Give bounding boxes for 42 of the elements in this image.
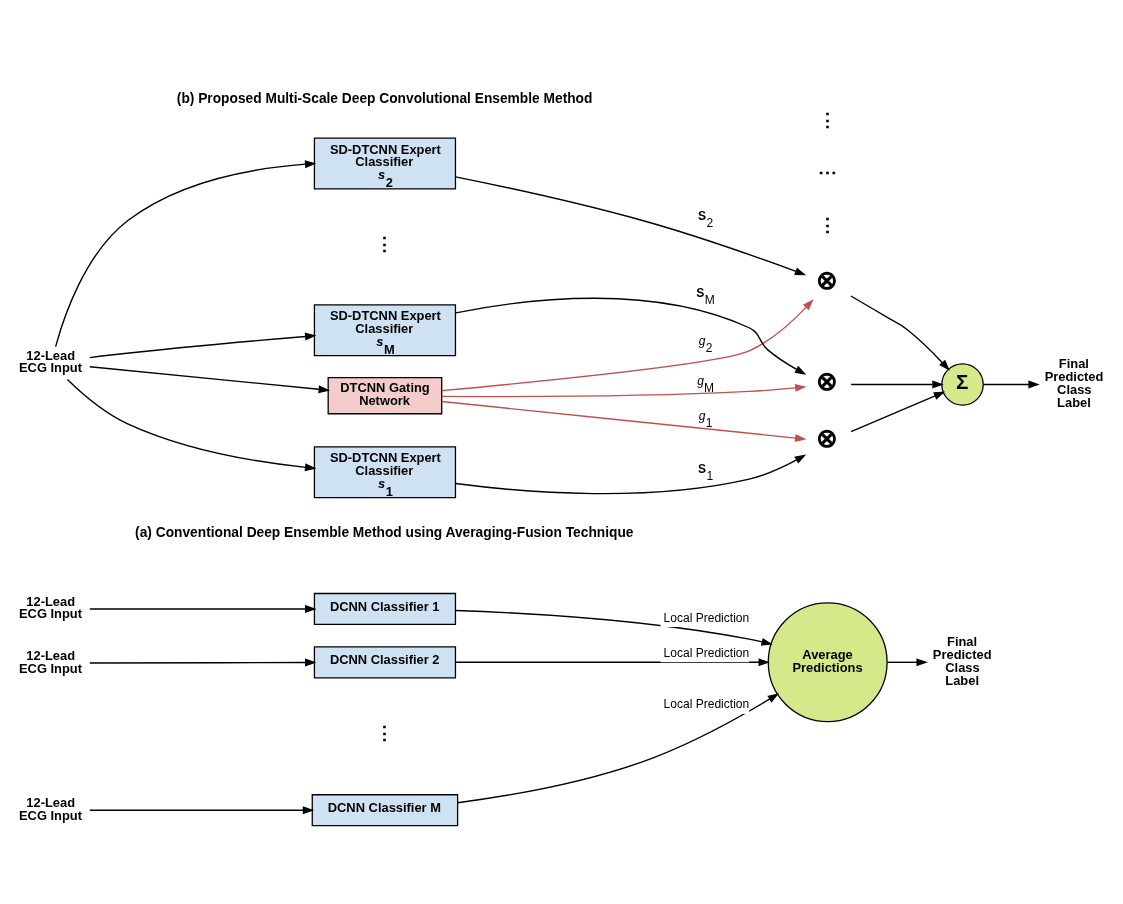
arrow — [66, 378, 317, 471]
node-text: Final Predicted Class Label — [1044, 355, 1104, 410]
arrow — [982, 380, 1040, 388]
arrow — [89, 332, 317, 358]
arrow — [454, 454, 807, 494]
node-text: 12-Lead ECG Input — [19, 593, 83, 621]
arrow — [455, 297, 807, 375]
arrow — [850, 294, 950, 371]
arrow — [441, 400, 807, 442]
node-text: ⊗ — [816, 423, 839, 452]
arrow — [455, 657, 770, 666]
node-text: 12-Lead ECG Input — [19, 794, 83, 823]
label: ⋮ — [818, 109, 838, 131]
arrow — [89, 604, 317, 613]
label: ⋮ — [818, 214, 838, 236]
edge-label: Local Prediction — [663, 645, 750, 660]
label: (b) Proposed Multi-Scale Deep Convolutional Ensemble Method — [176, 90, 593, 106]
node-text: Final Predicted Class Label — [932, 633, 992, 688]
node-text: ⊗ — [816, 265, 839, 294]
edge-label: Local Prediction — [663, 696, 750, 711]
node-box: DCNN Classifier M — [311, 793, 459, 826]
label: ⋮ — [375, 233, 395, 255]
arrow — [89, 365, 330, 393]
arrow — [850, 391, 946, 432]
node-text: ⊗ — [816, 366, 839, 395]
arrow — [886, 657, 928, 666]
node-box: DTCNN Gating Network — [327, 376, 443, 414]
arrow — [89, 658, 317, 666]
node-text: 12-Lead ECG Input — [19, 647, 83, 676]
label: ⋮ — [375, 722, 395, 744]
label: (a) Conventional Deep Ensemble Method using Averaging-Fusion Technique — [135, 524, 634, 540]
arrow — [850, 380, 944, 388]
node-box: DCNN Classifier 1 — [313, 592, 457, 625]
node-box: DCNN Classifier 2 — [313, 645, 457, 678]
arrow — [54, 159, 317, 347]
arrow — [89, 805, 315, 814]
edge-label: Local Prediction — [663, 610, 750, 625]
label: ⋯ — [818, 161, 838, 183]
node-text: 12-Lead ECG Input — [19, 347, 83, 375]
arrow — [441, 383, 807, 397]
node-circle: Σ — [941, 362, 984, 406]
arrow — [454, 175, 807, 275]
